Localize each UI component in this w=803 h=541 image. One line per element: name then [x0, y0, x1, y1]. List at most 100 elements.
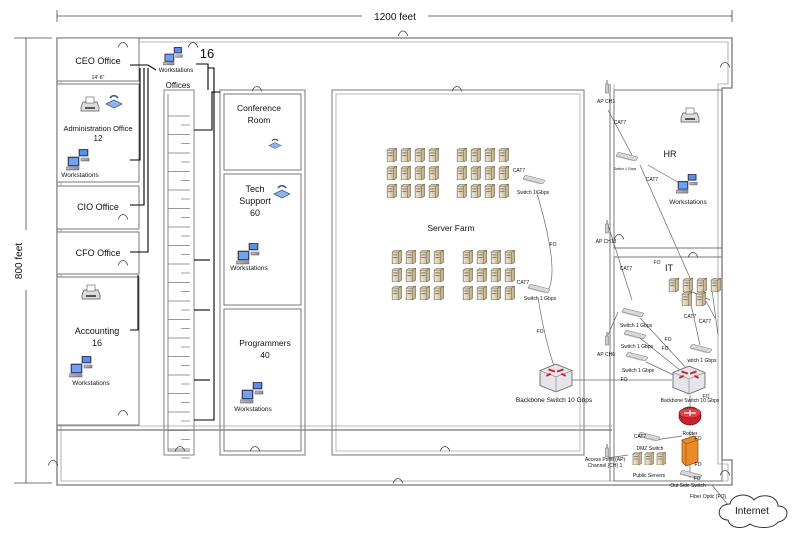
server-icon: [484, 184, 495, 198]
fo-label: FO: [694, 476, 701, 482]
server-icon: [386, 184, 397, 198]
cat7-label: CAT7: [684, 314, 697, 320]
ap-label: Access Point (AP): [585, 457, 626, 463]
ap-label: AP CH1: [597, 99, 615, 105]
ap-label: AP CH6: [597, 352, 615, 358]
server-icon: [414, 148, 425, 162]
server-icon: [682, 278, 693, 292]
server-icon: [433, 286, 444, 300]
server-icon: [405, 250, 416, 264]
programmers-count-label: 40: [260, 350, 270, 360]
server-icon: [456, 166, 467, 180]
dimension-lines: [14, 10, 733, 484]
access-point-icon: [605, 444, 609, 458]
backbone-switch-icon: [671, 365, 707, 395]
middle-rooms: [219, 89, 306, 456]
server-icon: [504, 286, 515, 300]
server-icon: [428, 166, 439, 180]
tech-label-1: Tech: [245, 184, 264, 194]
printer-icon: [680, 107, 700, 123]
workstations-label-tech: Workstations: [230, 265, 268, 272]
fo-label: FO: [550, 242, 557, 248]
programmers-label: Programmers: [239, 338, 290, 348]
outside-switch-label: Out Side Switch: [670, 483, 706, 489]
it-label: IT: [665, 263, 674, 273]
internet-label: Internet: [735, 506, 769, 517]
access-point-icon: [605, 332, 609, 346]
network-devices: [523, 80, 788, 528]
server-farm-room: [331, 89, 585, 456]
server-icon: [419, 268, 430, 282]
fo-label: FO: [695, 462, 702, 468]
accounting-label: Accounting: [75, 326, 120, 336]
tech-label-2: Support: [239, 196, 271, 206]
backbone-switch-label: Backbone Switch 10 Gbps: [516, 397, 593, 404]
router-icon: [678, 406, 702, 426]
server-icon: [476, 250, 487, 264]
tech-count-label: 60: [250, 208, 260, 218]
server-icon: [391, 250, 402, 264]
switch-icon: [624, 330, 646, 339]
cat7-label: CAT7: [517, 280, 530, 286]
switch-icon: [528, 284, 550, 293]
access-point-icon: [605, 80, 609, 94]
cat7-label: CAT7: [620, 266, 633, 272]
server-icon: [710, 278, 721, 292]
public-server-icon: [632, 452, 642, 465]
fo-label: FO: [665, 337, 672, 343]
cio-office-label: CIO Office: [77, 202, 119, 212]
server-icon: [433, 250, 444, 264]
internet-cloud-icon: [718, 494, 788, 528]
workstation-icon: [240, 382, 264, 404]
server-icon: [462, 250, 473, 264]
ap-label: AP CH13: [596, 239, 617, 245]
switch-label: Switch 1 Gbps: [621, 344, 654, 350]
server-icon: [504, 268, 515, 282]
switch-icon: [626, 352, 648, 361]
server-icon: [428, 184, 439, 198]
fo-label: FO: [654, 260, 661, 266]
server-icon: [484, 166, 495, 180]
switch-label: Switch 1 Gbps: [524, 296, 557, 302]
dmz-switch-label: DMZ Switch: [637, 446, 664, 452]
workstation-icon: [163, 47, 183, 66]
switch-icon: [616, 152, 638, 161]
server-icon: [668, 278, 679, 292]
firewall-icon: [681, 435, 699, 467]
server-icon: [498, 184, 509, 198]
server-icon: [498, 166, 509, 180]
fo-label: FO: [695, 436, 702, 442]
server-icon: [400, 184, 411, 198]
ceo-dim-label: 14'-6": [92, 75, 105, 81]
ceo-office-label: CEO Office: [75, 56, 120, 66]
cat7-label: CAT7: [614, 120, 627, 126]
server-icon: [484, 148, 495, 162]
office-wiring: [130, 63, 220, 421]
left-offices: [56, 37, 140, 426]
top-count-label: 16: [200, 46, 214, 61]
room-labels: CEO Office 14'-6" Administration Office …: [63, 46, 677, 360]
server-icon: [433, 268, 444, 282]
server-icon: [386, 166, 397, 180]
hr-label: HR: [664, 149, 677, 159]
conference-label-1: Conference: [237, 103, 281, 113]
server-icon: [456, 148, 467, 162]
router-label: Router: [682, 431, 697, 437]
public-server-icon: [644, 452, 654, 465]
server-icon: [470, 184, 481, 198]
cfo-office-label: CFO Office: [76, 248, 121, 258]
conference-label-2: Room: [248, 115, 271, 125]
admin-count-label: 12: [94, 134, 103, 143]
server-icon: [414, 166, 425, 180]
cat7-label: CAT7: [634, 434, 647, 440]
workstations-label-accounting: Workstations: [72, 380, 110, 387]
switch-label: witch 1 Gbps: [688, 358, 717, 364]
workstations-label-top: Workstations: [159, 68, 194, 74]
height-label: 800 feet: [14, 243, 25, 279]
switch-label: Switch 1 Gbps: [620, 323, 653, 329]
switch-label: Switch 1 Gbps: [614, 167, 637, 171]
cubicle-column: [163, 89, 195, 456]
server-farm-label: Server Farm: [427, 223, 474, 233]
right-block: [609, 84, 723, 482]
fo-label: FO: [703, 394, 710, 400]
